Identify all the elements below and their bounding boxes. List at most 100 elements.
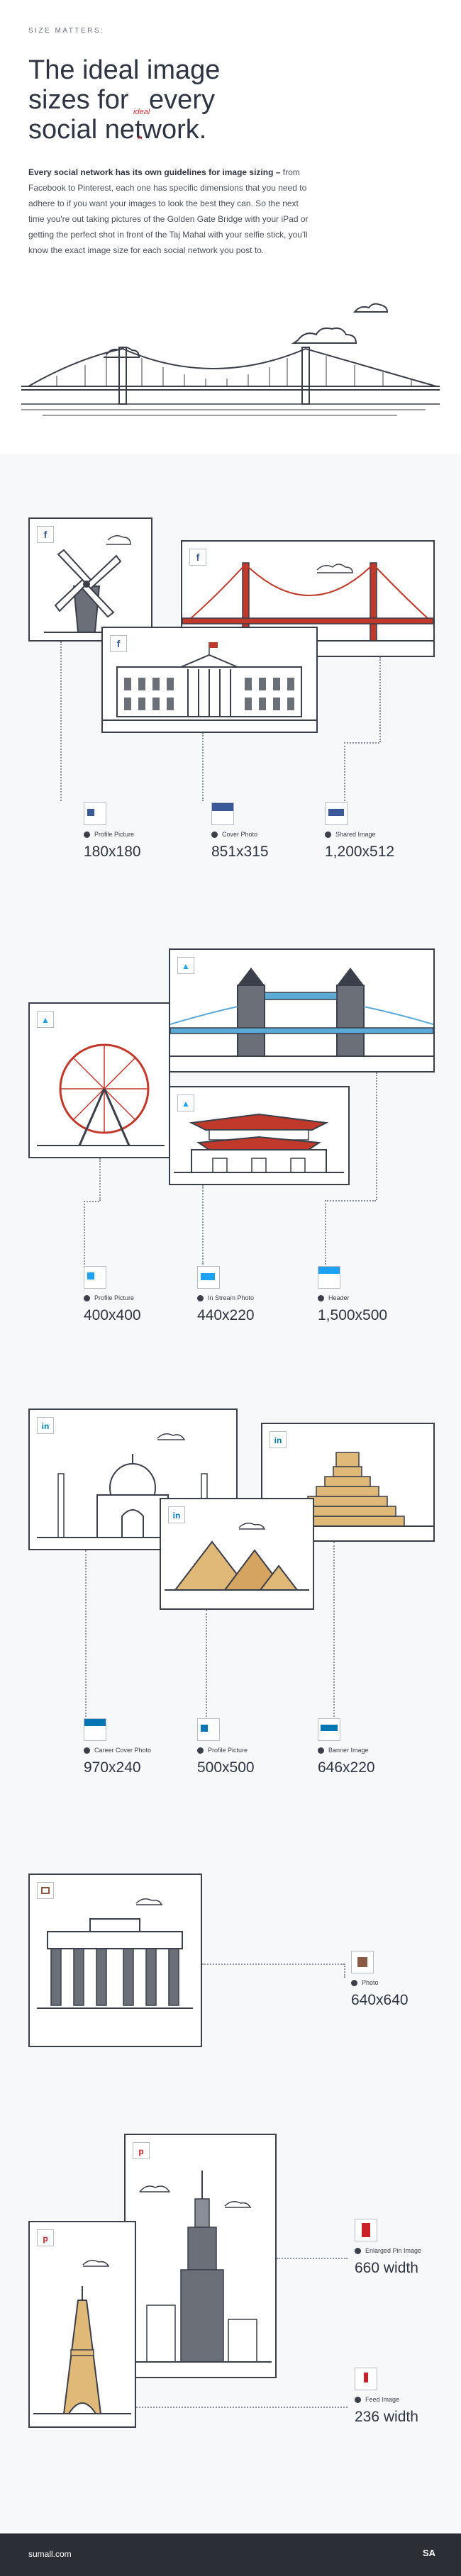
title-line-1: The ideal image	[28, 55, 221, 85]
size-thumbnail	[84, 1718, 106, 1741]
connector-line	[206, 1610, 207, 1717]
twitter-bird-icon: ▲	[37, 1011, 54, 1028]
size-thumbnail	[197, 1718, 220, 1741]
spec-size: 970x240	[84, 1759, 141, 1776]
facebook-icon: f	[110, 635, 127, 652]
connector-line	[202, 733, 204, 801]
connector-line	[376, 1073, 377, 1200]
title-line-2a: sizes for	[28, 85, 129, 115]
spec-size: 440x220	[197, 1307, 255, 1324]
pinterest-empire-state-card: p	[124, 2134, 277, 2378]
connector-line	[60, 642, 62, 801]
white-house-icon	[103, 642, 316, 721]
facebook-icon: f	[37, 526, 54, 543]
spec-label: Shared Image	[335, 831, 376, 838]
connector-line	[136, 2407, 348, 2408]
camera-icon	[37, 1882, 54, 1899]
golden-gate-bridge-icon	[182, 562, 433, 642]
linkedin-icon-glyph: in	[172, 1511, 181, 1521]
spec-label: Cover Photo	[222, 831, 258, 838]
twitter-temple-card: ▲	[169, 1086, 350, 1185]
linkedin-icon: in	[37, 1417, 54, 1434]
spec-size: 500x500	[197, 1759, 255, 1776]
tw-header-spec: Header 1,500x500	[318, 1266, 387, 1324]
linkedin-icon-glyph: in	[41, 1421, 50, 1431]
title-line-3: social network.	[28, 115, 207, 145]
spec-size: 180x180	[84, 844, 141, 861]
pyramid-stepped-icon	[262, 1452, 433, 1527]
giza-pyramids-icon	[165, 1523, 309, 1591]
tower-bridge-icon	[170, 968, 433, 1057]
ferris-wheel-icon	[37, 1043, 165, 1146]
connector-line	[344, 742, 345, 801]
tw-profile-spec: Profile Picture 400x400	[84, 1266, 141, 1324]
hero-section	[0, 0, 461, 454]
pinterest-icon: p	[37, 2229, 54, 2246]
connector-line	[85, 1550, 87, 1717]
spec-label: Career Cover Photo	[94, 1747, 152, 1754]
fb-profile-spec: Profile Picture 180x180	[84, 802, 141, 861]
facebook-icon: f	[189, 549, 206, 566]
size-thumbnail	[318, 1266, 340, 1289]
size-thumbnail	[351, 1951, 374, 1973]
li-cover-spec: Career Cover Photo 970x240	[84, 1718, 151, 1776]
instagram-brandenburg-gate-card	[28, 1874, 202, 2047]
brandenburg-gate-icon	[37, 1898, 193, 2009]
fb-shared-spec: Shared Image 1,200x512	[325, 802, 394, 861]
spec-size: 646x220	[318, 1759, 375, 1776]
pin-feed-spec: Feed Image 236 width	[355, 2368, 418, 2426]
connector-line	[99, 1158, 101, 1201]
spec-label: Profile Picture	[94, 1294, 135, 1301]
facebook-icon-glyph: f	[196, 551, 200, 563]
fb-cover-spec: Cover Photo 851x315	[211, 802, 269, 861]
intro-paragraph: Every social network has its own guideli…	[28, 164, 312, 258]
li-profile-spec: Profile Picture 500x500	[197, 1718, 255, 1776]
title-line-2b: every	[149, 85, 215, 115]
spec-size: 400x400	[84, 1307, 141, 1324]
eiffel-tower-icon	[33, 2260, 131, 2414]
spec-label: In Stream Photo	[208, 1294, 255, 1301]
linkedin-icon: in	[270, 1431, 287, 1448]
pinterest-icon-glyph: p	[43, 2234, 48, 2244]
forbidden-city-icon	[174, 1113, 344, 1173]
size-thumbnail	[197, 1266, 220, 1289]
spec-label: Profile Picture	[94, 831, 135, 838]
pin-enlarged-spec: Enlarged Pin Image 660 width	[355, 2219, 421, 2277]
spec-label: Feed Image	[365, 2396, 400, 2403]
facebook-white-house-card: f	[101, 627, 318, 733]
connector-line	[344, 1964, 345, 1978]
connector-line	[202, 1185, 204, 1265]
facebook-windmill-card: f	[28, 517, 152, 642]
linkedin-icon: in	[168, 1506, 185, 1523]
tw-stream-spec: In Stream Photo 440x220	[197, 1266, 255, 1324]
connector-line	[202, 1964, 344, 1965]
spec-label: Header	[328, 1294, 350, 1301]
connector-line	[325, 1200, 326, 1265]
facebook-icon-glyph: f	[43, 529, 48, 540]
spec-size: 660 width	[355, 2260, 418, 2277]
connector-line	[325, 1200, 376, 1202]
size-thumbnail	[211, 802, 234, 825]
twitter-ferris-wheel-card: ▲	[28, 1002, 170, 1158]
pinterest-icon: p	[133, 2142, 150, 2159]
spec-size: 1,500x500	[318, 1307, 388, 1324]
eyebrow-label: SIZE MATTERS:	[28, 27, 105, 35]
connector-line	[84, 1201, 85, 1265]
footer-site-link[interactable]: sumall.com	[28, 2549, 72, 2559]
connector-line	[333, 1542, 335, 1717]
golden-gate-hero-illustration	[21, 303, 440, 416]
pinterest-icon-glyph: p	[138, 2146, 144, 2156]
linkedin-pyramids-card: in	[160, 1498, 314, 1610]
size-thumbnail	[84, 802, 106, 825]
twitter-bird-icon: ▲	[177, 1094, 194, 1111]
sumall-logo[interactable]: SA	[422, 2548, 435, 2558]
spec-label: Profile Picture	[208, 1747, 248, 1754]
spec-label: Enlarged Pin Image	[365, 2247, 422, 2254]
spec-label: Banner Image	[328, 1747, 369, 1754]
spec-size: 236 width	[355, 2409, 418, 2426]
connector-line	[344, 742, 379, 744]
windmill-icon	[44, 535, 136, 633]
size-thumbnail	[325, 802, 348, 825]
facebook-icon-glyph: f	[116, 638, 121, 649]
twitter-tower-bridge-card: ▲	[169, 948, 435, 1073]
